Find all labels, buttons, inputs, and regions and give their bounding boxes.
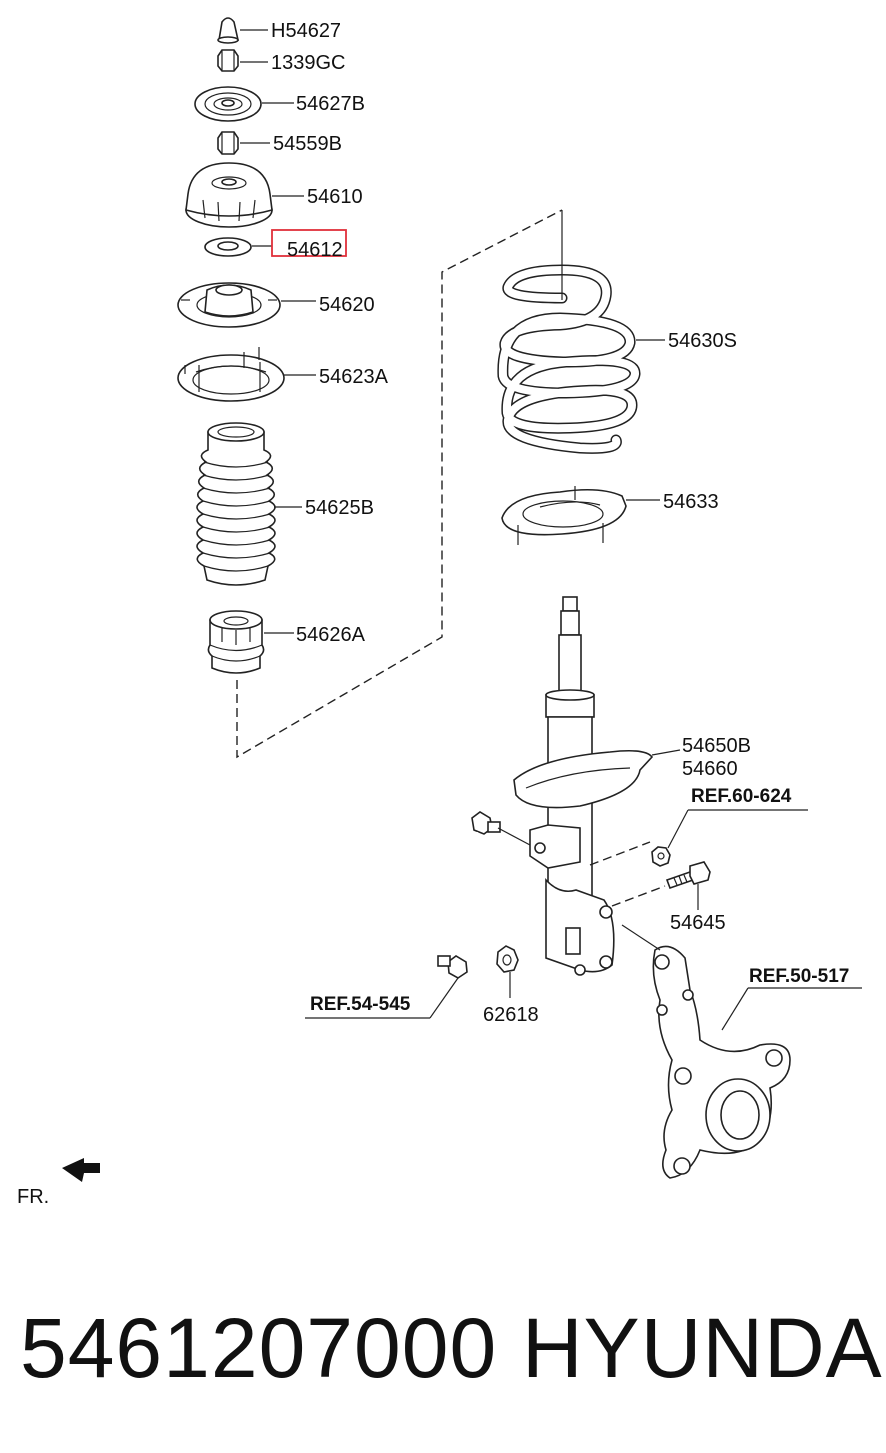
- label-1339gc: 1339GC: [271, 52, 346, 74]
- label-ref-54-545: REF.54-545: [310, 994, 411, 1015]
- highlight-box-54612: [271, 229, 347, 257]
- label-54625b: 54625B: [305, 497, 374, 519]
- label-front: FR.: [17, 1186, 49, 1208]
- label-ref-50-517: REF.50-517: [749, 966, 849, 987]
- label-54630s: 54630S: [668, 330, 737, 352]
- part-62618-nut: [496, 945, 519, 973]
- part-54623a-upper-seat: [177, 347, 285, 402]
- label-54612: 54612: [287, 239, 343, 261]
- part-ref54545-stabilizer-link: [305, 811, 531, 1019]
- part-54612-washer: [204, 237, 252, 257]
- footer-part-number: 5461207000: [20, 1301, 498, 1395]
- label-54626a: 54626A: [296, 624, 366, 646]
- label-54627b: 54627B: [296, 93, 365, 115]
- part-h54627-cap: [217, 17, 239, 44]
- label-ref-60-624: REF.60-624: [691, 786, 792, 807]
- label-62618: 62618: [483, 1004, 539, 1026]
- part-54559b-nut: [217, 131, 239, 155]
- label-54623a: 54623A: [319, 366, 389, 388]
- label-54559b: 54559B: [273, 133, 342, 155]
- label-54610: 54610: [307, 186, 363, 208]
- label-54660: 54660: [682, 758, 738, 780]
- footer: 5461207000 HYUNDAI: [0, 1290, 886, 1410]
- part-54630s-coil-spring: [497, 210, 641, 454]
- part-1339gc-nut: [217, 49, 239, 72]
- assembly-dashed-outline: [236, 209, 563, 759]
- label-54645: 54645: [670, 912, 726, 934]
- footer-brand: HYUNDAI: [522, 1301, 886, 1395]
- part-54627b-dust-cap: [194, 86, 262, 122]
- part-54625b-dust-boot: [196, 422, 276, 586]
- part-54633-spring-pad: [501, 486, 627, 545]
- label-h54627: H54627: [271, 20, 341, 42]
- part-54645-bolt: [665, 861, 711, 890]
- part-ref60624-nut: [651, 846, 671, 867]
- label-54650b: 54650B: [682, 735, 751, 757]
- label-54633: 54633: [663, 491, 719, 513]
- part-ref50517-steering-knuckle: [621, 924, 791, 1179]
- part-54620-bearing: [177, 282, 281, 328]
- label-54620: 54620: [319, 294, 375, 316]
- front-arrow-icon: [62, 1158, 100, 1182]
- part-54610-strut-mount: [185, 162, 273, 228]
- part-54626a-bump-stop: [207, 610, 265, 674]
- part-54650b-strut-assembly: [513, 596, 654, 976]
